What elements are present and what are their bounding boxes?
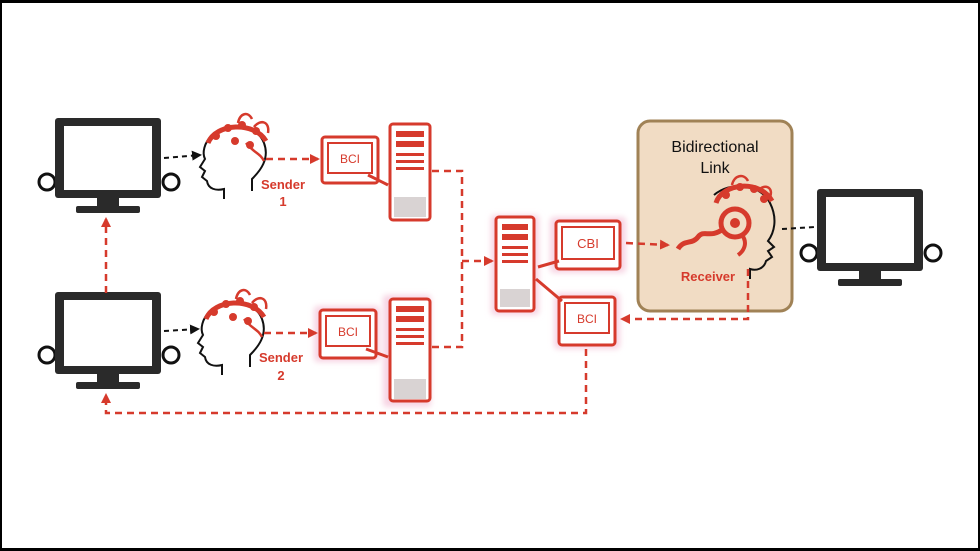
monitor-receiver <box>799 189 943 286</box>
sender2-label: Sender <box>259 350 303 365</box>
cbi-label: CBI <box>577 236 599 251</box>
bci-label: BCI <box>338 325 358 339</box>
connector-monitor1-head <box>163 150 202 161</box>
monitor-sender1 <box>37 118 181 213</box>
connector-tower1-central <box>432 169 494 266</box>
receiver-label: Receiver <box>681 269 735 284</box>
bci-label: BCI <box>340 152 360 166</box>
bci-label: BCI <box>577 312 597 326</box>
bidirectional-link-box: Bidirectional Link <box>636 119 794 313</box>
connectors <box>101 150 816 415</box>
sender2-head <box>196 288 268 375</box>
connector-feedback-loop <box>101 349 588 415</box>
link-title-line2: Link <box>700 160 730 177</box>
computer-tower-sender1 <box>388 122 432 222</box>
bci-network-diagram: Bidirectional Link <box>37 112 943 415</box>
eeg-cap-icon <box>203 288 268 338</box>
connector-monitor2-head <box>163 324 200 335</box>
bci-box-sender1: BCI <box>320 135 389 187</box>
sender1-label: Sender <box>261 177 305 192</box>
tms-coil-icon <box>675 206 752 257</box>
link-title-line1: Bidirectional <box>671 139 758 156</box>
diagram-canvas: Bidirectional Link <box>2 3 978 548</box>
connector-tower2-central <box>432 261 464 349</box>
eeg-cap-icon <box>713 174 775 205</box>
monitor-sender2 <box>37 292 181 389</box>
eeg-cap-icon <box>205 112 270 162</box>
computer-tower-sender2 <box>383 295 432 407</box>
computer-tower-central <box>491 215 539 315</box>
cbi-box: CBI <box>537 217 626 273</box>
sender1-number: 1 <box>279 194 286 209</box>
sender1-head <box>198 112 270 199</box>
bci-box-sender2: BCI <box>314 306 389 362</box>
sender2-number: 2 <box>277 368 284 383</box>
bci-box-feedback: BCI <box>535 277 620 349</box>
connector-receiver-bci <box>620 269 750 324</box>
connector-receiver-monitor <box>781 226 816 230</box>
receiver-head <box>675 174 776 279</box>
